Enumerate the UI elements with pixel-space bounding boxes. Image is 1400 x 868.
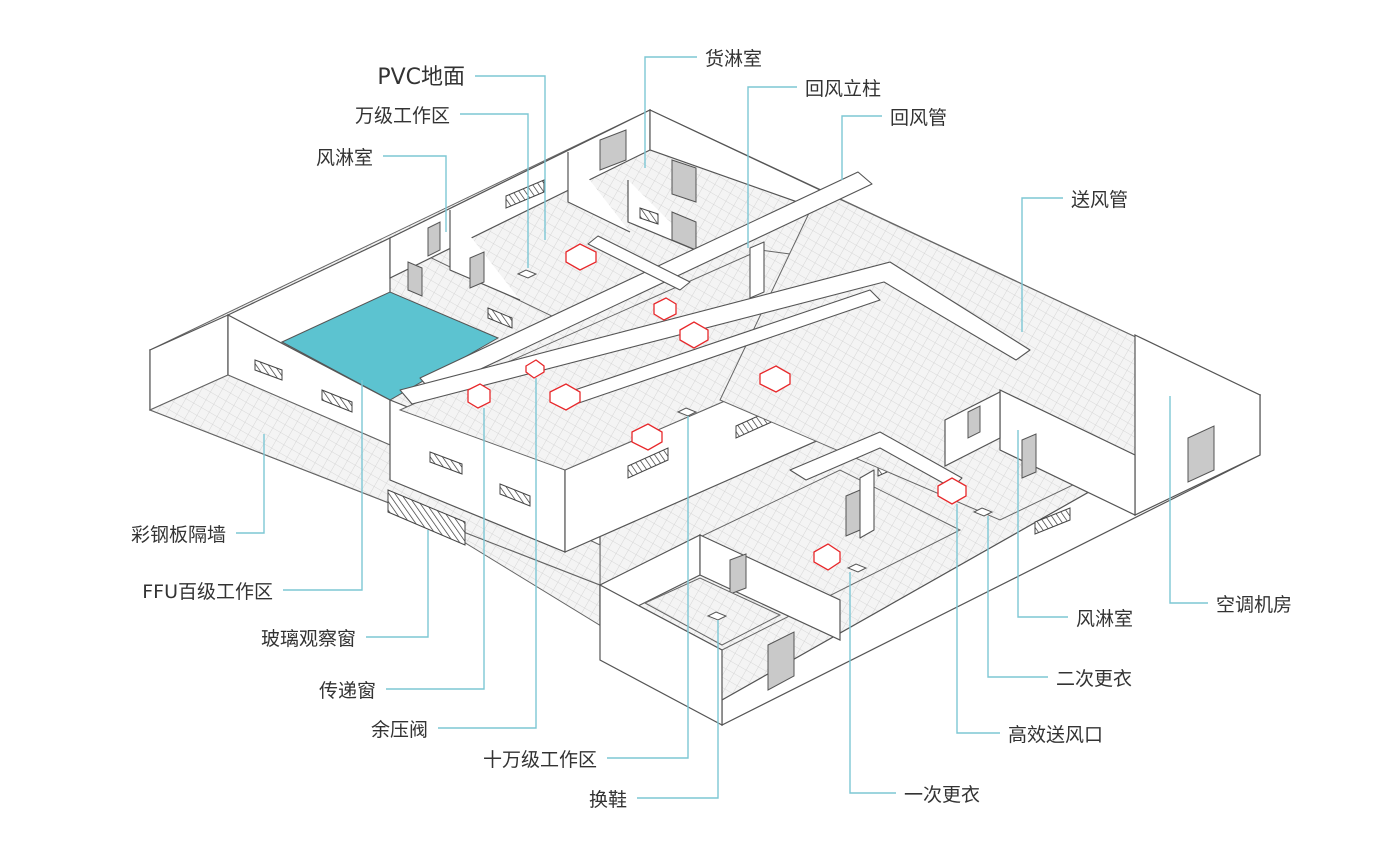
door-upper-1 <box>407 261 423 297</box>
window-upper-1 <box>505 179 545 209</box>
leader-steel-wall <box>236 434 265 534</box>
window-upper-2 <box>487 307 513 329</box>
window-upper-3 <box>639 207 659 225</box>
hepa-outlet-2 <box>653 297 677 321</box>
leader-supply-duct <box>1021 197 1063 332</box>
label-return-air-duct: 回风管 <box>890 107 947 129</box>
leader-cargo-shower <box>644 56 697 168</box>
floor-vent-3 <box>972 507 994 517</box>
supply-air-duct-lower-drop <box>859 469 875 539</box>
label-shoe-change: 换鞋 <box>589 789 627 811</box>
hepa-outlet-4 <box>759 365 791 393</box>
label-pass-box: 传递窗 <box>319 680 376 702</box>
floor-vent-4 <box>846 563 868 573</box>
floor-vent-2 <box>676 407 698 417</box>
changing-room-door-2 <box>845 489 861 537</box>
hepa-outlet-1 <box>565 243 597 271</box>
hepa-outlet-8 <box>813 543 841 571</box>
label-steel-panel-wall: 彩钢板隔墙 <box>131 524 226 546</box>
ac-room-door <box>1187 425 1215 483</box>
label-glass-window: 玻璃观察窗 <box>261 628 356 650</box>
label-pressure-relief-valve: 余压阀 <box>371 719 428 741</box>
leader-return-column <box>747 86 797 248</box>
label-hepa-supply-outlet: 高效送风口 <box>1008 724 1103 746</box>
door-upper-2 <box>469 251 485 289</box>
label-air-shower-top: 风淋室 <box>316 147 373 169</box>
leader-air-shower-top <box>383 155 447 232</box>
label-ffu-class100-zone: FFU百级工作区 <box>142 581 273 603</box>
shoe-room-door <box>767 631 795 691</box>
hepa-outlet-5 <box>549 383 581 411</box>
shoe-room-front-wall <box>599 584 723 726</box>
label-return-air-column: 回风立柱 <box>805 78 881 100</box>
pressure-valve-red <box>525 359 545 379</box>
label-first-changing: 一次更衣 <box>904 784 980 806</box>
window-right-1 <box>1034 507 1071 535</box>
changing-room-door-1 <box>729 553 747 595</box>
labels: PVC地面 万级工作区 风淋室 货淋室 回风立柱 回风管 送风管 彩钢板隔墙 F… <box>131 48 1292 811</box>
label-supply-air-duct: 送风管 <box>1071 189 1128 211</box>
label-ac-machine-room: 空调机房 <box>1216 594 1292 616</box>
leader-pressure-valve <box>438 378 537 729</box>
leader-pvc-floor <box>475 75 546 240</box>
air-shower-door-bottom <box>1021 433 1037 479</box>
door-right-1 <box>967 405 981 439</box>
air-shower-door-top <box>427 221 441 257</box>
leader-class100000 <box>607 416 689 759</box>
pass-box-red <box>467 383 491 409</box>
glass-observation-window-large <box>387 489 466 546</box>
floor-vent-1 <box>516 269 538 279</box>
hall-window-3 <box>627 447 669 479</box>
room-partition-2 <box>567 152 631 233</box>
return-air-duct-riser <box>749 241 765 299</box>
hepa-outlets <box>467 243 994 621</box>
label-class10000-zone: 万级工作区 <box>355 105 450 127</box>
leader-hepa-outlet <box>956 504 1000 734</box>
floor-vent-5 <box>706 611 728 621</box>
leader-pass-box <box>386 408 485 690</box>
hepa-outlet-3 <box>679 321 709 349</box>
leader-shoe-change <box>637 620 719 799</box>
leader-glass-window <box>366 530 429 638</box>
hepa-outlet-7 <box>937 477 967 505</box>
label-air-shower-bottom: 风淋室 <box>1076 608 1133 630</box>
ffu-zone-window-2 <box>321 389 353 413</box>
shoe-room-floor-tile <box>643 577 782 646</box>
supply-air-duct-branch-2 <box>587 235 691 291</box>
label-cargo-shower: 货淋室 <box>705 48 762 70</box>
leader-ac-room <box>1169 396 1208 604</box>
leader-second-changing <box>987 516 1048 678</box>
label-pvc-floor: PVC地面 <box>377 65 465 90</box>
leader-first-changing <box>849 572 896 794</box>
leader-air-shower-bottom <box>1017 430 1068 618</box>
leader-lines <box>236 56 1208 799</box>
hall-window-1 <box>429 451 463 475</box>
cargo-shower-door <box>599 129 627 171</box>
ac-room-wall <box>1134 334 1261 516</box>
label-class100000-zone: 十万级工作区 <box>483 749 597 771</box>
hall-window-2 <box>499 483 531 507</box>
hepa-outlet-6 <box>631 423 663 451</box>
label-second-changing: 二次更衣 <box>1056 668 1132 690</box>
leader-ffu-zone <box>283 380 363 591</box>
room-partitions-upper <box>449 210 521 301</box>
leader-return-duct <box>841 115 882 180</box>
supply-air-duct-loop <box>399 261 1031 405</box>
ffu-zone-window-1 <box>254 359 283 381</box>
leader-class10000 <box>460 113 529 268</box>
door-upper-3 <box>671 159 697 203</box>
